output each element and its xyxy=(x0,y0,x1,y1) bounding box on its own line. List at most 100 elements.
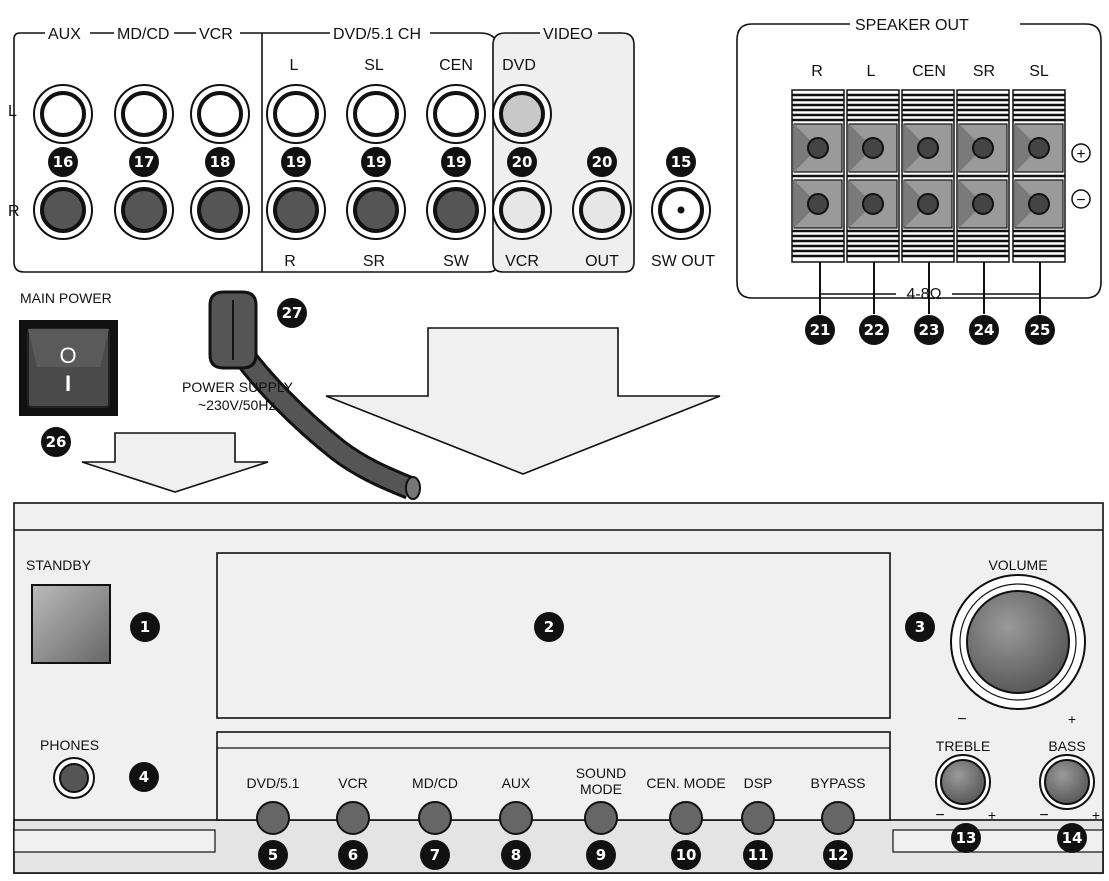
button-vcr[interactable] xyxy=(336,801,370,835)
button-dvd51[interactable] xyxy=(256,801,290,835)
button-dsp[interactable] xyxy=(741,801,775,835)
dvd51-group-label: DVD/5.1 CH xyxy=(333,26,421,43)
svg-text:17: 17 xyxy=(134,153,155,171)
button-label-mdcd: MD/CD xyxy=(412,775,458,791)
callout-19b: 19 xyxy=(361,147,391,177)
treble-knob[interactable] xyxy=(935,754,991,810)
speaker-ch-cen-label: CEN xyxy=(912,63,946,80)
callout-6: 6 xyxy=(338,840,368,870)
arrow-large xyxy=(325,327,721,475)
video-jack-out[interactable] xyxy=(572,180,632,240)
speaker-terminal-block xyxy=(791,89,1066,263)
speaker-terminal-sl[interactable] xyxy=(1012,89,1066,263)
callout-9: 9 xyxy=(586,840,616,870)
rca-jack-dvd-cen[interactable] xyxy=(426,84,486,144)
aux-group-label: AUX xyxy=(48,26,81,43)
rear-input-callouts: 16 17 18 19 19 19 xyxy=(48,147,471,177)
button-cen-mode[interactable] xyxy=(669,801,703,835)
rca-jack-dvd-l[interactable] xyxy=(266,84,326,144)
speaker-terminal-cen[interactable] xyxy=(901,89,955,263)
callout-21: 21 xyxy=(805,262,835,345)
video-out-label: OUT xyxy=(585,253,619,270)
speaker-terminal-l[interactable] xyxy=(846,89,900,263)
rca-jack-dvd-sw[interactable] xyxy=(426,180,486,240)
callout-20b: 20 xyxy=(587,147,617,177)
speaker-terminal-r[interactable] xyxy=(791,89,845,263)
rca-jacks-bottom-row xyxy=(33,180,486,240)
rca-jack-aux-r[interactable] xyxy=(33,180,93,240)
video-jack-dvd[interactable] xyxy=(492,84,552,144)
callout-15: 15 xyxy=(666,147,696,177)
svg-text:12: 12 xyxy=(828,846,849,864)
callout-5: 5 xyxy=(258,840,288,870)
arrow-small xyxy=(81,432,269,493)
bass-knob[interactable] xyxy=(1039,754,1095,810)
button-bypass[interactable] xyxy=(821,801,855,835)
rca-jack-vcr-r[interactable] xyxy=(190,180,250,240)
power-supply-section: 27 POWER SUPPLY ~230V/50Hz xyxy=(182,290,421,500)
callout-14: 14 xyxy=(1057,823,1087,853)
callout-22: 22 xyxy=(859,262,889,345)
rca-jack-dvd-sl[interactable] xyxy=(346,84,406,144)
speaker-ch-r-label: R xyxy=(811,63,823,80)
rca-jack-mdcd-l[interactable] xyxy=(114,84,174,144)
callout-25: 25 xyxy=(1025,262,1055,345)
callout-23: 23 xyxy=(914,262,944,345)
video-jack-vcr[interactable] xyxy=(492,180,552,240)
treble-minus: − xyxy=(935,807,944,824)
speaker-ch-sr-label: SR xyxy=(973,63,995,80)
rca-jack-dvd-sr[interactable] xyxy=(346,180,406,240)
rca-jack-vcr-l[interactable] xyxy=(190,84,250,144)
bass-label: BASS xyxy=(1048,738,1085,754)
callout-1: 1 xyxy=(130,612,160,642)
standby-button[interactable] xyxy=(31,584,111,664)
row-r-label: R xyxy=(8,203,20,220)
rca-jack-dvd-r[interactable] xyxy=(266,180,326,240)
svg-text:14: 14 xyxy=(1062,829,1083,847)
dvd-top-l-label: L xyxy=(290,57,299,74)
rca-jack-mdcd-r[interactable] xyxy=(114,180,174,240)
button-mdcd[interactable] xyxy=(418,801,452,835)
callout-17: 17 xyxy=(129,147,159,177)
button-label-aux: AUX xyxy=(502,775,531,791)
button-sound-mode[interactable] xyxy=(584,801,618,835)
svg-text:25: 25 xyxy=(1030,321,1051,339)
minus-symbol-circle xyxy=(1071,189,1091,209)
button-aux[interactable] xyxy=(499,801,533,835)
callout-2: 2 xyxy=(534,612,564,642)
volume-label: VOLUME xyxy=(988,557,1047,573)
callout-24: 24 xyxy=(969,262,999,345)
video-dvd-label: DVD xyxy=(502,57,536,74)
power-cord xyxy=(228,339,414,497)
sw-out-jack[interactable] xyxy=(651,180,711,240)
rca-jack-aux-l[interactable] xyxy=(33,84,93,144)
callout-10: 10 xyxy=(671,840,701,870)
power-off-symbol: O xyxy=(59,343,76,368)
svg-text:27: 27 xyxy=(282,304,303,322)
svg-text:18: 18 xyxy=(210,153,231,171)
main-power-switch[interactable]: O I xyxy=(19,320,118,416)
svg-text:20: 20 xyxy=(512,153,533,171)
svg-text:7: 7 xyxy=(430,846,440,864)
phones-jack[interactable] xyxy=(53,757,95,799)
sound-mode-label-line2: MODE xyxy=(580,781,622,797)
svg-text:21: 21 xyxy=(810,321,831,339)
sound-mode-label-line1: SOUND xyxy=(576,765,627,781)
button-label-dsp: DSP xyxy=(744,775,773,791)
dvd-bottom-r-label: R xyxy=(284,253,296,270)
callout-26: 26 xyxy=(41,427,71,457)
plus-symbol-circle xyxy=(1071,143,1091,163)
volume-knob[interactable] xyxy=(950,574,1086,710)
speaker-out-panel: SPEAKER OUT R L CEN SR SL + − 4-8Ω 21 22… xyxy=(736,17,1102,345)
callout-3: 3 xyxy=(905,612,935,642)
speaker-ch-l-label: L xyxy=(867,63,876,80)
minus-symbol: − xyxy=(1076,192,1085,209)
sw-out-section: 15 SW OUT xyxy=(651,147,715,270)
callout-7: 7 xyxy=(420,840,450,870)
power-plug[interactable] xyxy=(208,290,258,370)
speaker-terminal-sr[interactable] xyxy=(956,89,1010,263)
svg-text:26: 26 xyxy=(46,433,67,451)
video-group-label: VIDEO xyxy=(543,26,593,43)
sw-out-label: SW OUT xyxy=(651,253,715,270)
